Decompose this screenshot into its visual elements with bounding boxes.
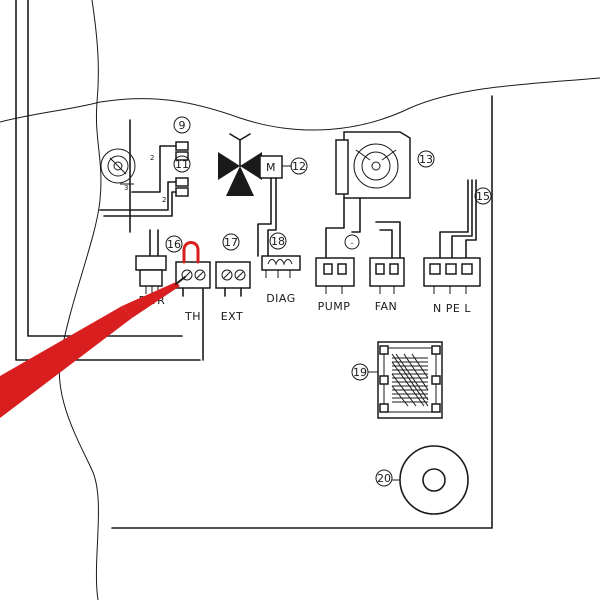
- wire-mark-b: 3: [124, 184, 128, 192]
- board-outline: [111, 95, 493, 529]
- wire-mark-a: 2: [150, 154, 154, 162]
- connector-ext-label: EXT: [221, 310, 244, 323]
- cutaway-left-edge: [58, 0, 102, 600]
- connector-fan: FAN: [369, 257, 405, 313]
- buzzer: 20: [375, 445, 469, 515]
- mains-cable: 15: [439, 179, 492, 259]
- terminal-9: 9: [173, 116, 191, 161]
- valve-motor: M 12: [257, 155, 308, 257]
- callout-15: 15: [476, 190, 490, 203]
- connector-npel-label: N PE L: [433, 302, 471, 315]
- pump-minus-sign: –: [350, 239, 354, 247]
- sensor-dial: [100, 148, 136, 184]
- callout-12: 12: [292, 160, 306, 173]
- connector-diag: DIAG: [261, 255, 301, 305]
- three-way-valve: [218, 133, 262, 196]
- connector-th: TH: [175, 261, 211, 361]
- callout-18-circle: [269, 232, 287, 250]
- fan-wires: [375, 221, 401, 259]
- connector-diag-label: DIAG: [266, 292, 296, 305]
- callout-9: 9: [179, 119, 186, 132]
- connector-pump-label: PUMP: [318, 300, 351, 313]
- callout-17-circle: [222, 233, 240, 251]
- circulator-pump: 13 –: [325, 131, 435, 259]
- connector-ext: EXT: [215, 261, 251, 323]
- connector-pump: PUMP: [315, 257, 355, 313]
- cutaway-outline: [0, 77, 600, 131]
- red-jumper: [182, 241, 200, 264]
- connector-fan-label: FAN: [375, 300, 398, 313]
- callout-19: 19: [353, 366, 367, 379]
- callout-17: 17: [224, 236, 238, 249]
- callout-11: 11: [175, 158, 189, 171]
- callout-13: 13: [419, 153, 433, 166]
- multimeter-probe: [0, 276, 186, 418]
- terminal-11: 11: [173, 155, 191, 197]
- transformer: 19: [351, 341, 443, 419]
- callout-20: 20: [377, 472, 391, 485]
- sensor-wires: 2 3 2: [99, 145, 177, 217]
- callout-16-circle: [165, 235, 183, 253]
- connector-npel: N PE L: [423, 257, 481, 315]
- callout-16: 16: [167, 238, 181, 251]
- wire-mark-c: 2: [162, 196, 166, 204]
- cabinet-edge: [15, 0, 201, 361]
- connector-th-label: TH: [184, 310, 201, 323]
- callout-18: 18: [271, 235, 285, 248]
- motor-letter: M: [266, 161, 276, 174]
